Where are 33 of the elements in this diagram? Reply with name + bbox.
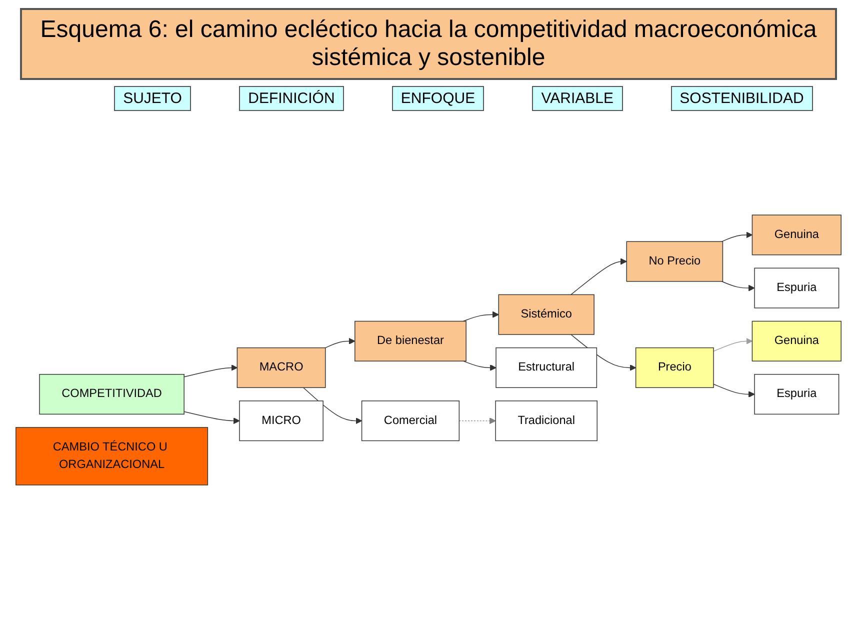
node-box: Comercial [361,400,460,442]
arrow [713,384,755,398]
arrow [458,418,496,424]
arrow [721,232,752,242]
column-header: ENFOQUE [392,86,484,111]
column-header: SOSTENIBILIDAD [670,86,813,111]
node-box: Tradicional [495,400,598,442]
node-box: Precio [635,347,714,388]
node-box: MICRO [239,400,324,442]
arrow [325,338,356,348]
column-header: DEFINICIÓN [239,86,344,111]
node-box: Espuria [754,268,840,308]
node-box: Genuina [752,214,842,256]
arrow [184,411,240,424]
node-box: CAMBIO TÉCNICO U ORGANIZACIONAL [16,427,208,486]
arrow [462,311,499,322]
arrow [570,258,627,296]
node-box: Espuria [754,374,840,415]
node-box: De bienestar [354,320,466,362]
node-box: MACRO [236,347,326,388]
node-box: COMPETITIVIDAD [39,374,184,415]
column-header: SUJETO [114,86,191,111]
column-header: VARIABLE [532,86,623,111]
arrow [721,281,755,292]
diagram-title: Esquema 6: el camino ecléctico hacia la competitividad macroeconómica sistémica y sostenible [20,8,837,80]
node-box: Sistémico [498,294,594,335]
arrow [184,364,238,378]
arrow [713,338,752,352]
arrow [462,360,496,371]
node-box: No Precio [626,241,724,282]
arrow [303,387,362,424]
node-box: Estructural [496,347,598,388]
node-box: Genuina [752,320,842,362]
